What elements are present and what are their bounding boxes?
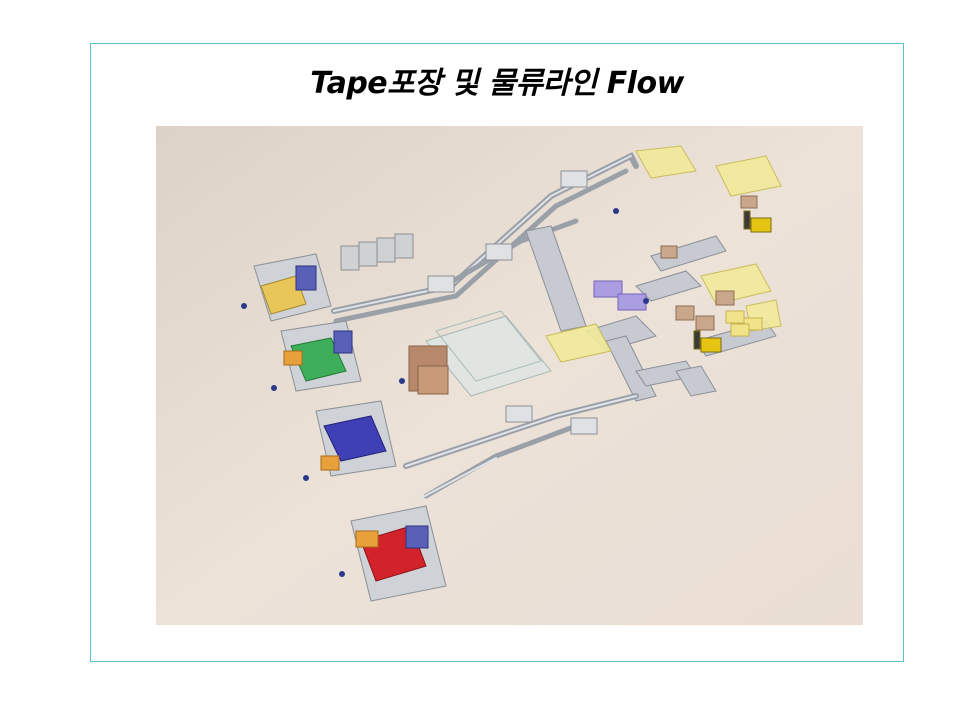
workcell-red (350, 505, 447, 602)
workcell-blue (315, 400, 397, 477)
transfer-modules (427, 170, 598, 435)
workcell-yellow (253, 253, 332, 322)
purple-units (593, 280, 647, 311)
operators (241, 208, 649, 577)
pallets (660, 195, 758, 331)
central-enclosure (408, 310, 552, 397)
safety-fences (545, 145, 782, 363)
storage-cabinets (340, 233, 414, 271)
page-title: Tape포장 및 물류라인 Flow (310, 66, 684, 101)
yellow-pads (725, 310, 763, 337)
factory-layout-render (156, 126, 863, 625)
forklift-upper (743, 210, 772, 233)
workcell-green (280, 320, 362, 392)
content-frame (90, 43, 904, 662)
forklift-lower (693, 330, 722, 353)
lower-conveyors (403, 393, 639, 499)
